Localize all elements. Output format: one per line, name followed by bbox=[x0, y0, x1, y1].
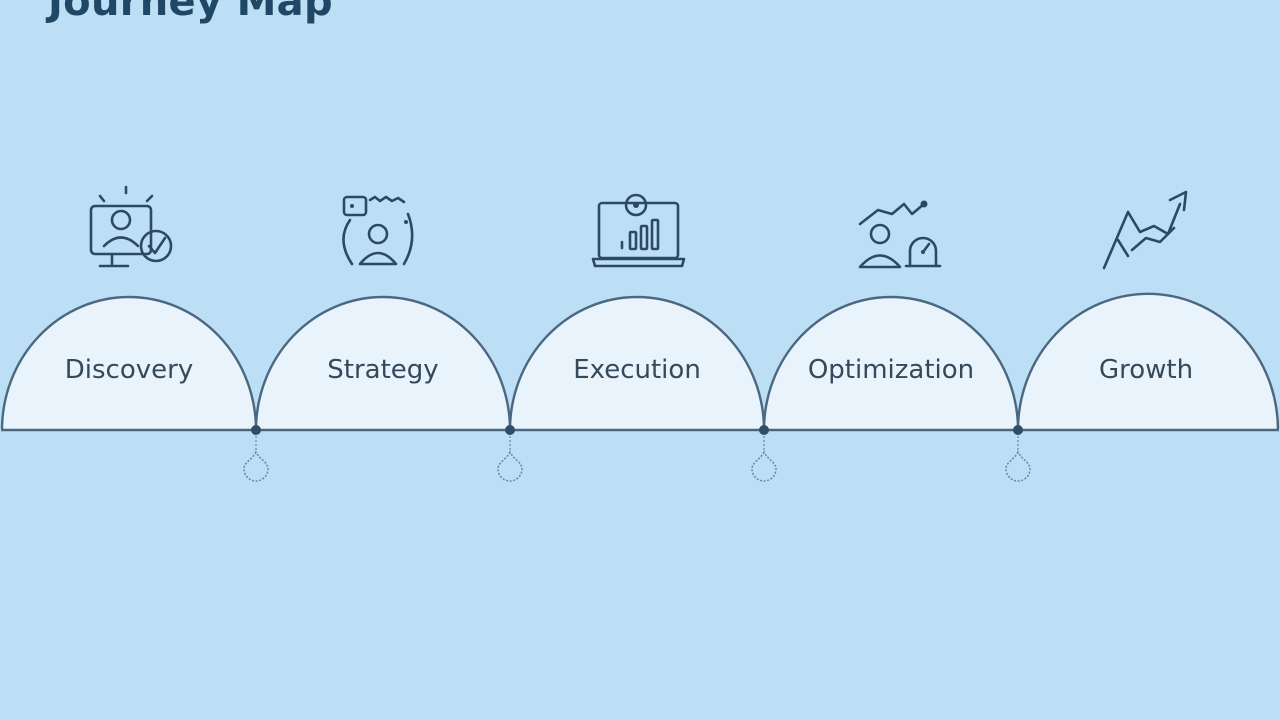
stage-strategy[interactable]: Strategy bbox=[254, 195, 512, 432]
stage-execution[interactable]: Execution bbox=[508, 193, 766, 432]
stage-optimization[interactable]: Optimization bbox=[762, 200, 1020, 432]
stage-dome bbox=[762, 295, 1020, 432]
stage-label: Discovery bbox=[65, 355, 193, 385]
joint-1 bbox=[243, 425, 269, 482]
laptop-bar-chart-icon bbox=[591, 193, 686, 268]
monitor-person-check-icon bbox=[89, 185, 173, 268]
page-title: Journey Map bbox=[48, 0, 333, 25]
stage-dome bbox=[1016, 292, 1280, 432]
joint-3 bbox=[751, 425, 777, 482]
person-planning-icon bbox=[342, 195, 414, 266]
stage-dome bbox=[508, 295, 766, 432]
stage-dome bbox=[254, 295, 512, 432]
joint-4 bbox=[1005, 425, 1031, 482]
growth-arrow-icon bbox=[1102, 190, 1188, 270]
person-trend-gauge-icon bbox=[858, 200, 942, 269]
stage-label: Strategy bbox=[327, 355, 438, 385]
joint-2 bbox=[497, 425, 523, 482]
stage-discovery[interactable]: Discovery bbox=[0, 185, 258, 432]
stage-dome bbox=[0, 295, 258, 432]
stage-label: Execution bbox=[573, 355, 701, 385]
stage-label: Optimization bbox=[808, 355, 974, 385]
stage-growth[interactable]: Growth bbox=[1016, 190, 1280, 432]
stage-label: Growth bbox=[1099, 355, 1193, 385]
